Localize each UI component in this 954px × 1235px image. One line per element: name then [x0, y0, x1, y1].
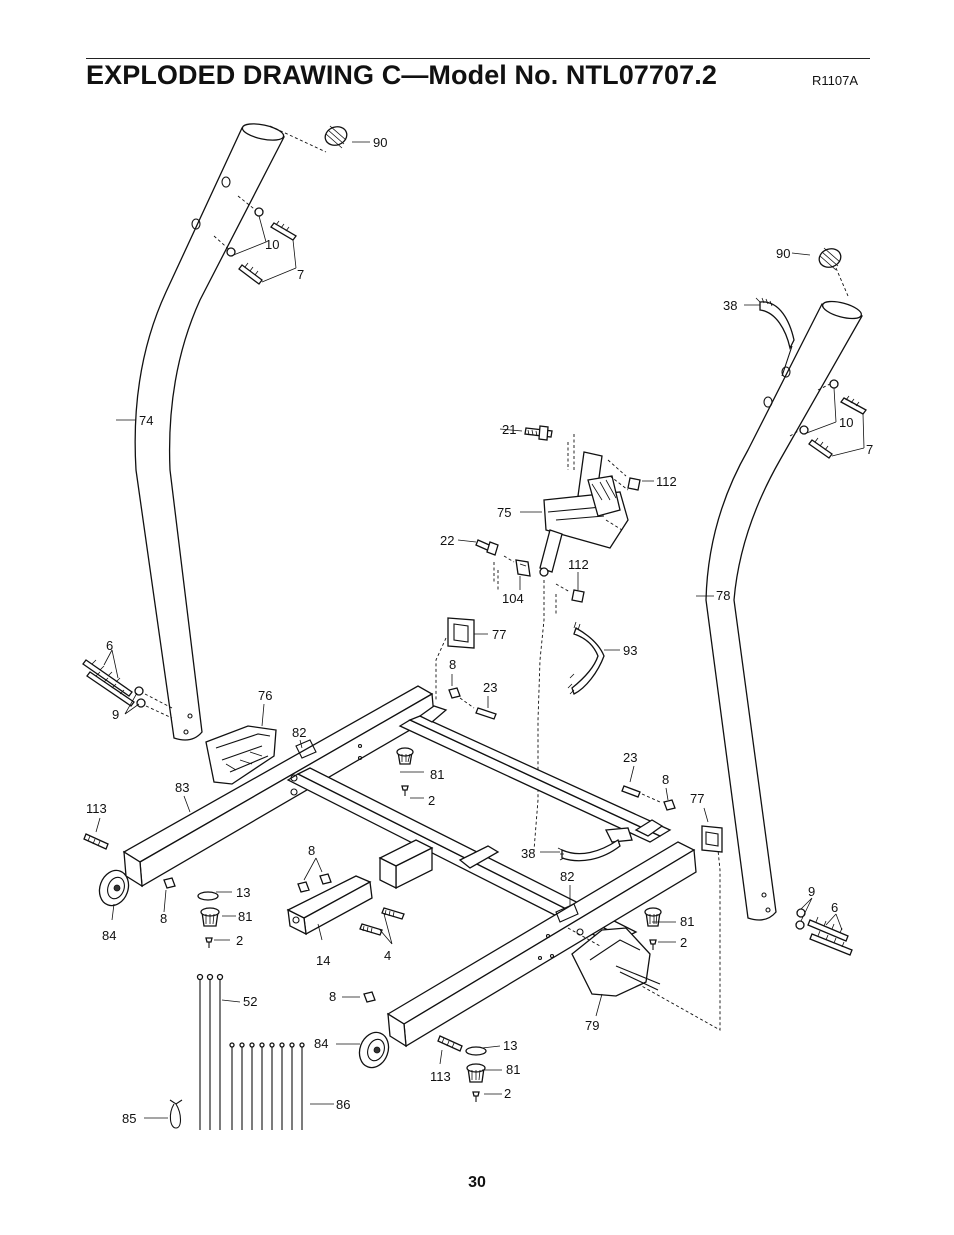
right-upright-cap [818, 247, 849, 297]
right-upright-bolts-washers [789, 379, 867, 459]
wire-38-frame [557, 838, 621, 862]
callout-8-pair: 8 [308, 843, 315, 858]
callout-86: 86 [336, 1097, 350, 1112]
callout-9-right: 9 [808, 884, 815, 899]
callout-74: 74 [139, 413, 153, 428]
callout-9-left: 9 [112, 707, 119, 722]
callout-78: 78 [716, 588, 730, 603]
callout-labels: 90 10 7 74 6 9 76 82 83 113 84 8 13 81 2… [86, 135, 873, 1126]
callout-76: 76 [258, 688, 272, 703]
left-upright-base-bolts [82, 649, 173, 719]
callout-21: 21 [502, 422, 516, 437]
callout-112-low: 112 [568, 557, 589, 572]
right-upright-wire-38 [755, 297, 795, 377]
callout-90-left: 90 [373, 135, 387, 150]
wheels [98, 869, 390, 1069]
callout-4: 4 [384, 948, 391, 963]
callout-2-left: 2 [236, 933, 243, 948]
callout-13-right: 13 [503, 1038, 517, 1053]
page-title: EXPLODED DRAWING C—Model No. NTL07707.2 [86, 60, 717, 90]
header-rule [86, 58, 870, 59]
callout-2-mid: 2 [428, 793, 435, 808]
left-upright-bolts-washers [213, 195, 297, 285]
callout-112-top: 112 [656, 474, 677, 489]
callout-79: 79 [585, 1018, 599, 1033]
callout-38-mid: 38 [521, 846, 535, 861]
left-upright [134, 123, 285, 741]
callout-113-left: 113 [86, 801, 107, 816]
left-upright-cap [269, 125, 348, 153]
callout-23-right: 23 [623, 750, 637, 765]
callout-14: 14 [316, 953, 330, 968]
callout-38-top: 38 [723, 298, 737, 313]
feet-and-nuts [83, 687, 676, 1102]
callout-13-left: 13 [236, 885, 250, 900]
callout-81-left: 81 [238, 909, 252, 924]
callout-7-right: 7 [866, 442, 873, 457]
motor-shroud [567, 927, 661, 997]
page-number: 30 [468, 1174, 486, 1191]
extension-bracket [286, 839, 434, 936]
callout-6-left: 6 [106, 638, 113, 653]
callout-8-bottom-left: 8 [160, 911, 167, 926]
rear-foot-cover [205, 725, 277, 785]
callout-75: 75 [497, 505, 511, 520]
right-upright [705, 300, 863, 921]
console-bracket-assembly [539, 434, 629, 577]
cable-ties [169, 973, 305, 1130]
callout-6-right: 6 [831, 900, 838, 915]
callout-10-right: 10 [839, 415, 853, 430]
callout-85: 85 [122, 1111, 136, 1126]
callout-84-left: 84 [102, 928, 116, 943]
callout-81-right: 81 [680, 914, 694, 929]
callout-81-mid: 81 [430, 767, 444, 782]
callout-90-right: 90 [776, 246, 790, 261]
callout-2-low: 2 [504, 1086, 511, 1101]
cover-77 [447, 617, 723, 853]
callout-82-left: 82 [292, 725, 306, 740]
callout-77-left: 77 [492, 627, 506, 642]
callout-84-right: 84 [314, 1036, 328, 1051]
callout-23-left: 23 [483, 680, 497, 695]
wire-harness-93 [567, 621, 605, 695]
callout-8-mid: 8 [449, 657, 456, 672]
callout-52: 52 [243, 994, 257, 1009]
callout-8-right: 8 [662, 772, 669, 787]
callout-2-right: 2 [680, 935, 687, 950]
callout-81-low: 81 [506, 1062, 520, 1077]
drawing-reference-code: R1107A [812, 73, 859, 88]
callout-8-low: 8 [329, 989, 336, 1004]
main-frame [122, 637, 721, 1048]
leader-lines [95, 141, 811, 1119]
callout-22: 22 [440, 533, 454, 548]
callout-82-right: 82 [560, 869, 574, 884]
callout-93: 93 [623, 643, 637, 658]
callout-7-left: 7 [297, 267, 304, 282]
callout-83: 83 [175, 780, 189, 795]
console-fasteners [475, 425, 641, 851]
callout-77-right: 77 [690, 791, 704, 806]
callout-104: 104 [502, 591, 524, 606]
callout-10-left: 10 [265, 237, 279, 252]
right-upright-base-bolts [795, 897, 853, 956]
callout-113-right: 113 [430, 1069, 451, 1084]
